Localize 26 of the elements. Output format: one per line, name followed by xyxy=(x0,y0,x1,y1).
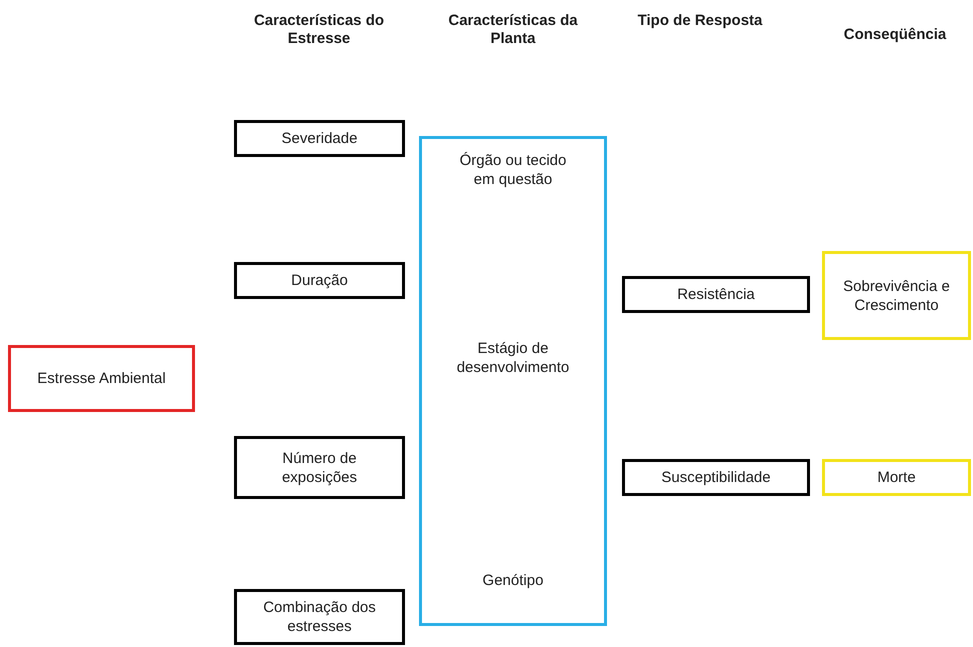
box-text: Número de exposições xyxy=(280,448,358,486)
box-text: Combinação dos estresses xyxy=(262,598,377,636)
text-box xyxy=(822,251,971,340)
text-box xyxy=(234,262,405,299)
text-box xyxy=(419,136,607,626)
text-box xyxy=(822,459,971,496)
box-text: Órgão ou tecido em questão xyxy=(458,151,568,189)
box-text: Sobrevivência e Crescimento xyxy=(842,276,951,314)
text-box xyxy=(234,589,405,645)
text-box xyxy=(234,436,405,499)
column-heading: Tipo de Resposta xyxy=(636,12,764,30)
column-heading: Características do Estresse xyxy=(252,12,386,48)
box-text: Genótipo xyxy=(482,571,544,590)
text-box xyxy=(622,276,810,313)
box-text: Estágio de desenvolvimento xyxy=(456,339,570,377)
column-heading: Características da Planta xyxy=(447,12,579,48)
text-box xyxy=(622,459,810,496)
column-heading: Conseqüência xyxy=(842,26,948,44)
box-text: Susceptibilidade xyxy=(660,468,772,487)
box-text: Morte xyxy=(876,468,917,487)
box-text: Resistência xyxy=(676,285,756,304)
text-box xyxy=(234,120,405,157)
box-text: Estresse Ambiental xyxy=(36,369,167,388)
text-box xyxy=(8,345,195,412)
box-text: Severidade xyxy=(280,129,358,148)
box-text: Duração xyxy=(290,271,349,290)
